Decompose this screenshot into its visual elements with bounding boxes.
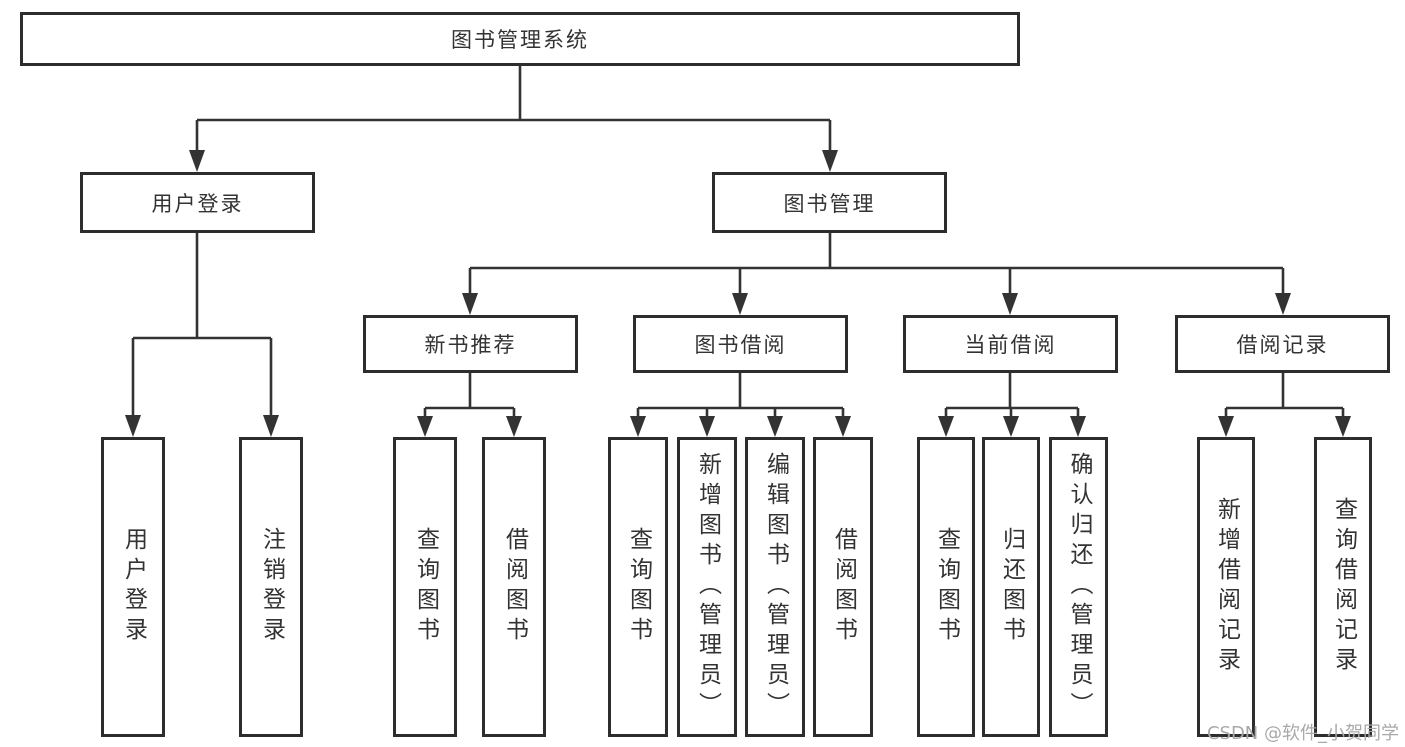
leaf-label: 借阅图书 xyxy=(830,527,857,647)
leaf-current-confirm-return-admin: 确认归还（管理员） xyxy=(1049,437,1108,737)
node-current-borrow: 当前借阅 xyxy=(903,315,1118,373)
leaf-label: 借阅图书 xyxy=(501,527,528,647)
leaf-label: 编辑图书（管理员） xyxy=(762,452,789,722)
node-label: 当前借阅 xyxy=(964,333,1057,357)
leaf-borrow-query-book: 查询图书 xyxy=(608,437,668,737)
node-new-book-recommend: 新书推荐 xyxy=(363,315,578,373)
leaf-label: 新增借阅记录 xyxy=(1213,497,1240,677)
leaf-label: 查询图书 xyxy=(412,527,439,647)
leaf-query-borrow-record: 查询借阅记录 xyxy=(1314,437,1372,737)
leaf-user-login: 用户登录 xyxy=(101,437,165,737)
node-book-management: 图书管理 xyxy=(712,172,947,233)
leaf-add-borrow-record: 新增借阅记录 xyxy=(1197,437,1255,737)
leaf-borrow-edit-book-admin: 编辑图书（管理员） xyxy=(745,437,805,737)
node-label: 图书借阅 xyxy=(694,333,787,357)
leaf-current-return-book: 归还图书 xyxy=(982,437,1040,737)
leaf-borrow-add-book-admin: 新增图书（管理员） xyxy=(677,437,737,737)
leaf-label: 注销登录 xyxy=(258,527,285,647)
leaf-label: 用户登录 xyxy=(120,527,147,647)
leaf-current-query-book: 查询图书 xyxy=(917,437,975,737)
leaf-label: 归还图书 xyxy=(998,527,1025,647)
node-label: 图书管理 xyxy=(783,191,876,216)
leaf-logout: 注销登录 xyxy=(239,437,303,737)
node-user-login: 用户登录 xyxy=(80,172,315,233)
leaf-label: 查询借阅记录 xyxy=(1330,497,1357,677)
leaf-recommend-borrow-book: 借阅图书 xyxy=(482,437,546,737)
leaf-borrow-borrow-book: 借阅图书 xyxy=(813,437,873,737)
node-label: 图书管理系统 xyxy=(451,28,589,52)
node-book-borrow: 图书借阅 xyxy=(633,315,848,373)
node-label: 借阅记录 xyxy=(1236,333,1329,357)
node-label: 新书推荐 xyxy=(424,333,517,357)
leaf-label: 新增图书（管理员） xyxy=(694,452,721,722)
node-label: 用户登录 xyxy=(151,191,244,216)
csdn-watermark: CSDN @软件_小贺同学 xyxy=(1206,723,1399,744)
leaf-label: 查询图书 xyxy=(625,527,652,647)
node-library-management-system: 图书管理系统 xyxy=(20,12,1020,66)
node-borrow-records: 借阅记录 xyxy=(1175,315,1390,373)
leaf-label: 确认归还（管理员） xyxy=(1066,452,1092,722)
leaf-label: 查询图书 xyxy=(933,527,960,647)
leaf-recommend-query-book: 查询图书 xyxy=(393,437,457,737)
